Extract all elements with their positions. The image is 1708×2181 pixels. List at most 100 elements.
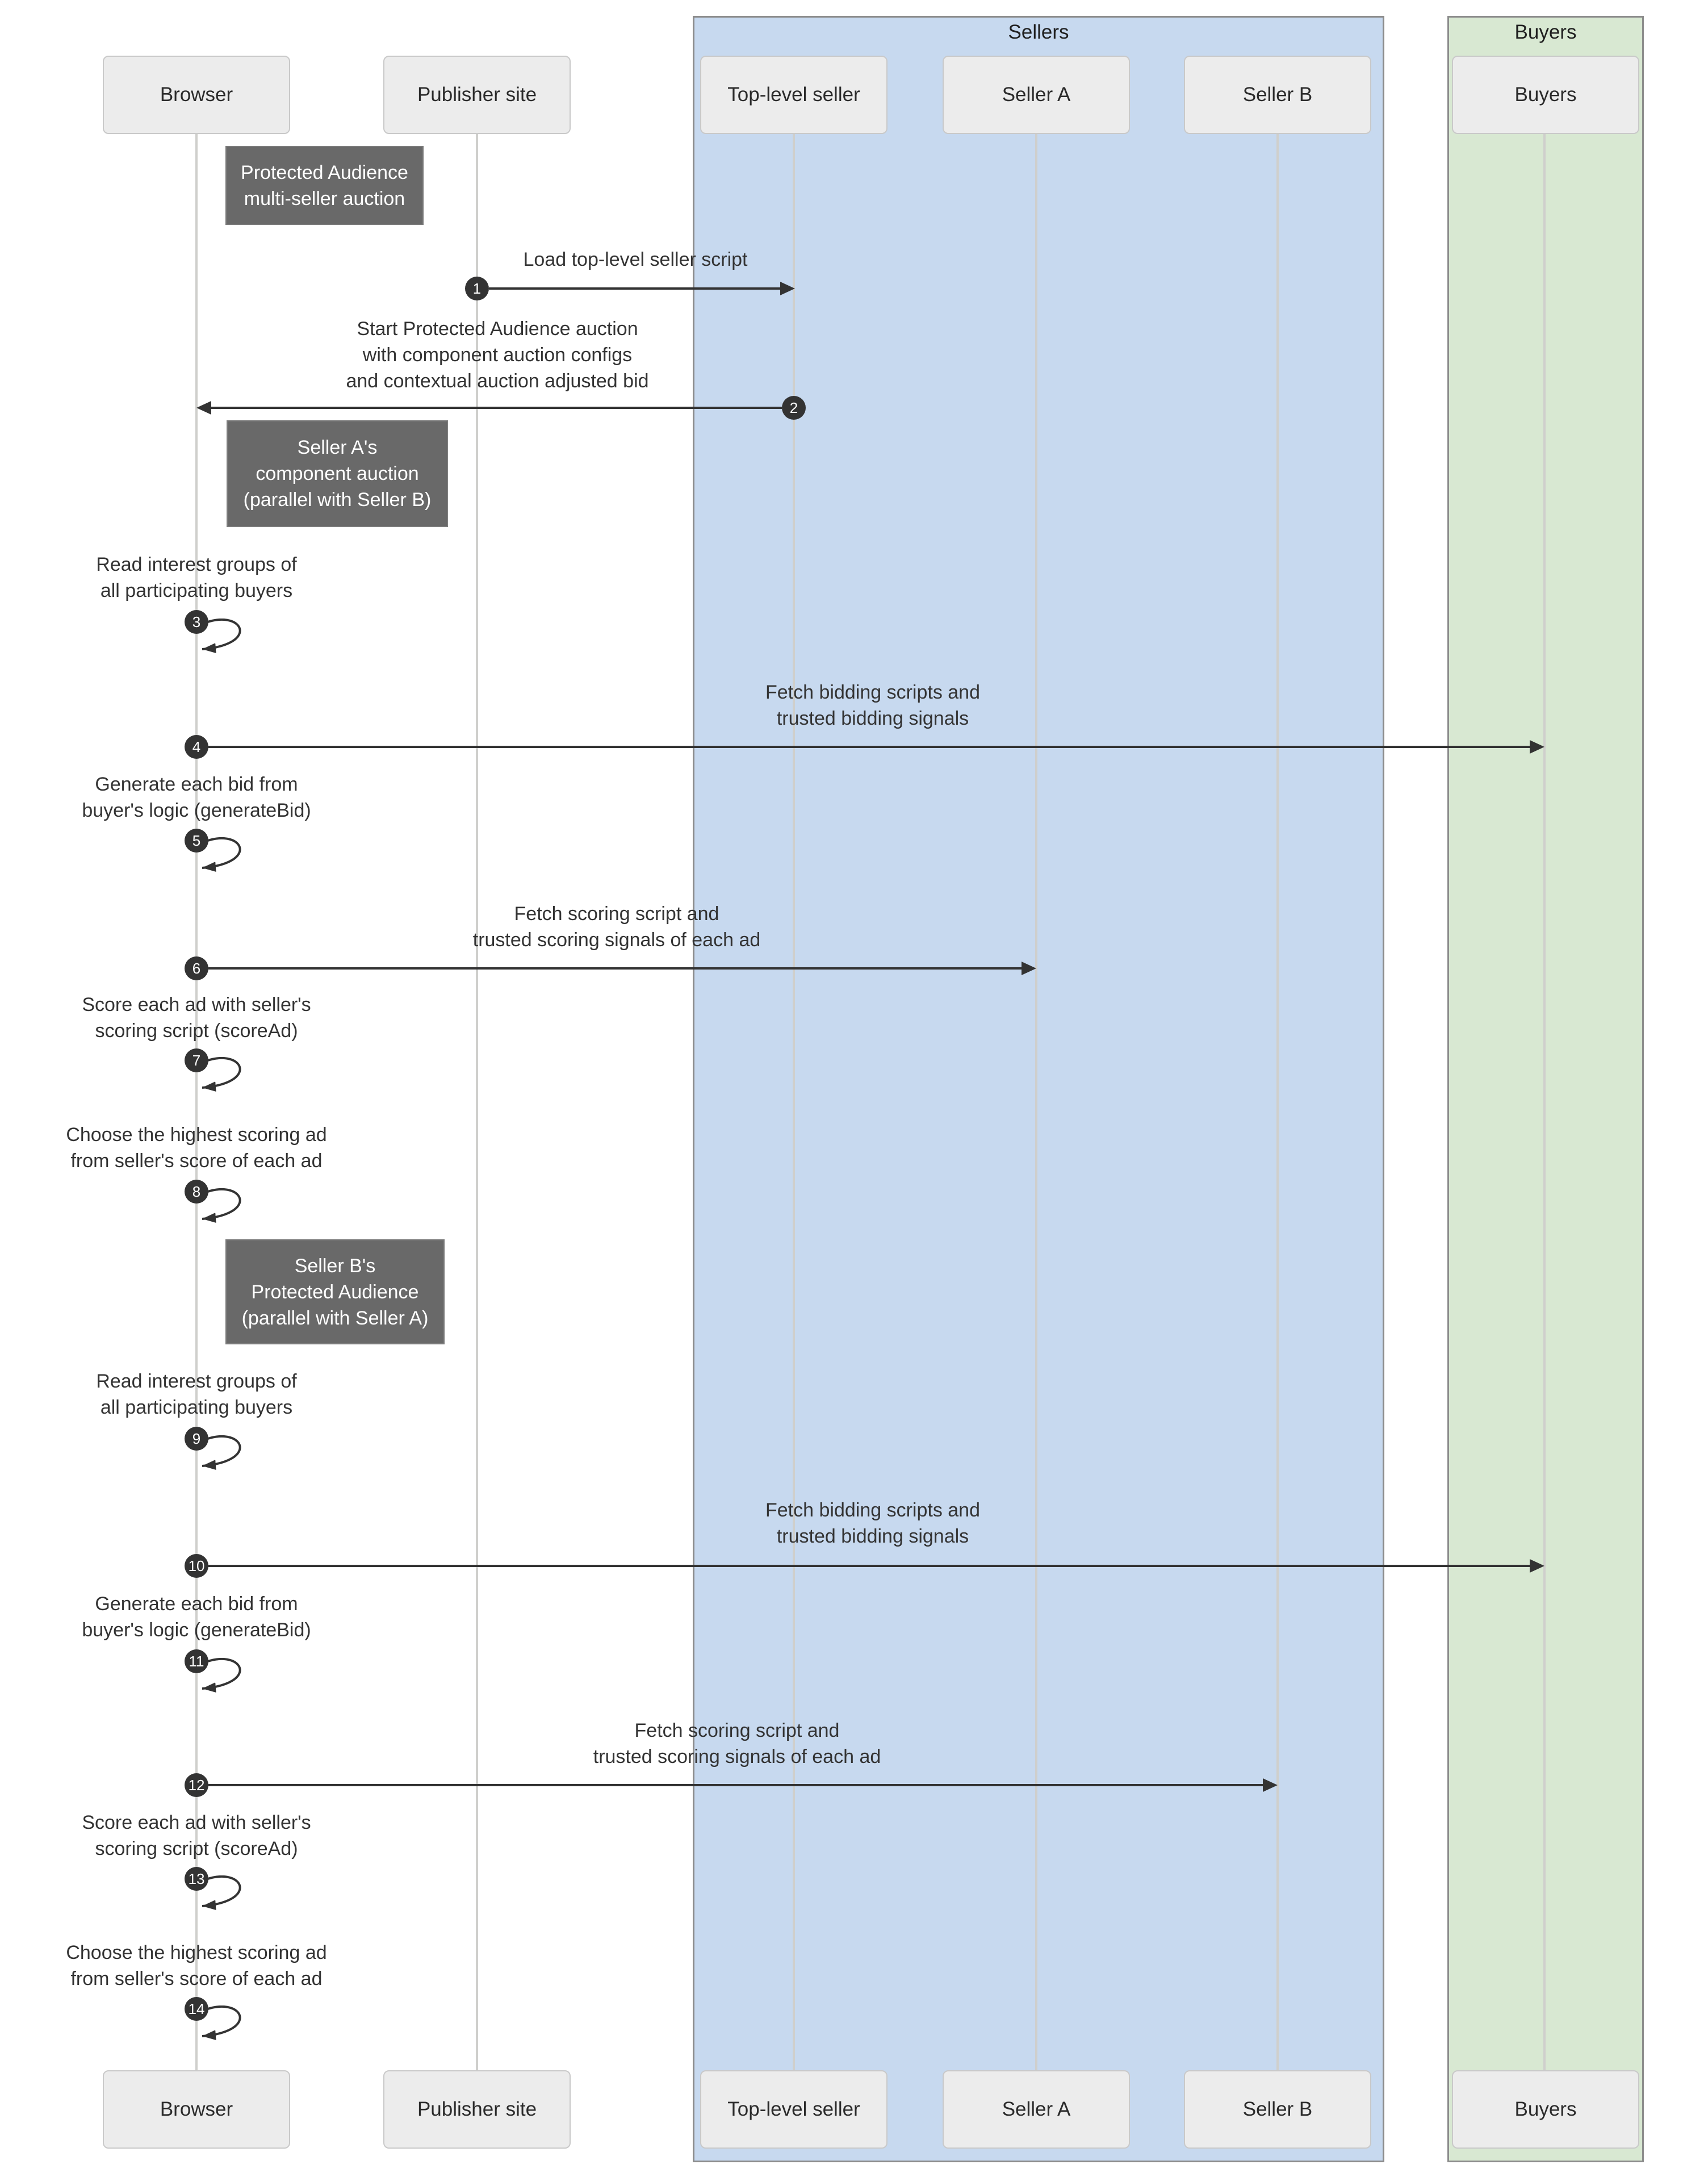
- message-11-label: Generate each bid from buyer's logic (ge…: [82, 1591, 311, 1643]
- message-9-self-loop: [202, 1435, 241, 1470]
- message-line: scoring script (scoreAd): [95, 1020, 298, 1042]
- participant-seller-b-top: Seller B: [1184, 56, 1371, 134]
- message-line: from seller's score of each ad: [70, 1150, 323, 1172]
- message-2-number: 2: [782, 396, 806, 420]
- message-line: Start Protected Audience auction: [357, 318, 638, 340]
- message-7-number: 7: [185, 1048, 208, 1072]
- message-1-line: [489, 287, 780, 290]
- message-7-label: Score each ad with seller's scoring scri…: [82, 992, 311, 1044]
- message-6-arrowhead-icon: [1022, 962, 1036, 975]
- message-12-line: [208, 1784, 1263, 1786]
- message-line: scoring script (scoreAd): [95, 1838, 298, 1860]
- message-line: Generate each bid from: [95, 1593, 298, 1615]
- message-line: Fetch scoring script and: [514, 903, 719, 925]
- participant-publisher-site-bottom: Publisher site: [383, 2070, 571, 2149]
- sellers-group-rect: [693, 16, 1384, 2162]
- message-2-arrowhead-icon: [196, 401, 211, 415]
- message-line: Fetch bidding scripts and: [765, 682, 980, 703]
- participant-buyers-bottom: Buyers: [1452, 2070, 1639, 2149]
- message-line: Score each ad with seller's: [82, 1812, 311, 1833]
- lifeline-seller-a: [1035, 134, 1037, 2070]
- sellers-group-label: Sellers: [1008, 21, 1069, 43]
- message-1-number: 1: [465, 277, 489, 300]
- message-10-line: [208, 1565, 1530, 1567]
- lifeline-publisher-site: [476, 134, 478, 2070]
- participant-buyers-top: Buyers: [1452, 56, 1639, 134]
- note-line: component auction: [256, 463, 419, 484]
- message-5-number: 5: [185, 829, 208, 853]
- participant-seller-a-top: Seller A: [943, 56, 1130, 134]
- lifeline-browser: [195, 134, 198, 2070]
- message-13-label: Score each ad with seller's scoring scri…: [82, 1810, 311, 1862]
- buyers-group-label: Buyers: [1514, 21, 1577, 43]
- note-line: (parallel with Seller B): [243, 489, 432, 511]
- note-seller-a-component-auction: Seller A's component auction (parallel w…: [227, 420, 448, 527]
- message-6-label: Fetch scoring script and trusted scoring…: [473, 901, 761, 953]
- message-5-label: Generate each bid from buyer's logic (ge…: [82, 771, 311, 824]
- message-line: buyer's logic (generateBid): [82, 1619, 311, 1641]
- note-line: multi-seller auction: [244, 187, 405, 210]
- message-line: buyer's logic (generateBid): [82, 800, 311, 821]
- message-line: trusted bidding signals: [776, 1526, 969, 1547]
- message-line: Read interest groups of: [96, 1371, 297, 1392]
- participant-top-level-seller-top: Top-level seller: [700, 56, 888, 134]
- note-line: (parallel with Seller A): [241, 1307, 429, 1329]
- message-line: Fetch bidding scripts and: [765, 1499, 980, 1521]
- lifeline-top-level-seller: [793, 134, 795, 2070]
- message-8-self-loop: [202, 1188, 241, 1223]
- message-13-self-loop: [202, 1875, 241, 1911]
- message-line: from seller's score of each ad: [70, 1968, 323, 1990]
- message-line: Score each ad with seller's: [82, 994, 311, 1016]
- message-line: Choose the highest scoring ad: [66, 1942, 327, 1963]
- message-13-number: 13: [185, 1867, 208, 1891]
- message-line: Read interest groups of: [96, 554, 297, 575]
- message-4-number: 4: [185, 735, 208, 759]
- message-line: all participating buyers: [100, 580, 293, 601]
- message-3-label: Read interest groups of all participatin…: [96, 551, 296, 604]
- note-line: Seller A's: [297, 437, 378, 458]
- message-10-label: Fetch bidding scripts and trusted biddin…: [765, 1497, 980, 1549]
- message-11-self-loop: [202, 1658, 241, 1693]
- participant-browser-bottom: Browser: [103, 2070, 290, 2149]
- message-8-label: Choose the highest scoring ad from selle…: [66, 1122, 326, 1174]
- message-line: Generate each bid from: [95, 774, 298, 795]
- note-multi-seller-auction: Protected Audience multi-seller auction: [225, 146, 424, 225]
- lifeline-seller-b: [1276, 134, 1279, 2070]
- lifeline-buyers: [1543, 134, 1546, 2070]
- message-1-arrowhead-icon: [780, 282, 795, 295]
- message-line: Fetch scoring script and: [634, 1720, 840, 1741]
- message-14-number: 14: [185, 1997, 208, 2021]
- message-7-self-loop: [202, 1057, 241, 1092]
- message-12-label: Fetch scoring script and trusted scoring…: [593, 1718, 881, 1770]
- message-1-label: Load top-level seller script: [524, 246, 748, 273]
- message-3-self-loop: [202, 619, 241, 654]
- participant-seller-a-bottom: Seller A: [943, 2070, 1130, 2149]
- message-line: trusted bidding signals: [776, 708, 969, 729]
- note-line: Seller B's: [294, 1255, 376, 1277]
- message-5-self-loop: [202, 837, 241, 872]
- message-10-number: 10: [185, 1554, 208, 1578]
- message-8-number: 8: [185, 1180, 208, 1204]
- message-12-number: 12: [185, 1773, 208, 1797]
- participant-top-level-seller-bottom: Top-level seller: [700, 2070, 888, 2149]
- note-line: Protected Audience: [241, 161, 408, 183]
- message-4-label: Fetch bidding scripts and trusted biddin…: [765, 679, 980, 732]
- message-14-label: Choose the highest scoring ad from selle…: [66, 1940, 326, 1992]
- message-4-line: [208, 746, 1530, 748]
- message-line: Load top-level seller script: [523, 249, 748, 270]
- message-line: all participating buyers: [100, 1397, 293, 1418]
- message-11-number: 11: [185, 1649, 208, 1673]
- message-line: and contextual auction adjusted bid: [346, 370, 649, 392]
- message-3-number: 3: [185, 610, 208, 634]
- participant-seller-b-bottom: Seller B: [1184, 2070, 1371, 2149]
- message-2-label: Start Protected Audience auction with co…: [346, 316, 648, 394]
- message-6-line: [208, 967, 1022, 970]
- message-9-label: Read interest groups of all participatin…: [96, 1368, 296, 1420]
- buyers-group-rect: [1447, 16, 1644, 2162]
- message-14-self-loop: [202, 2005, 241, 2041]
- participant-browser-top: Browser: [103, 56, 290, 134]
- note-line: Protected Audience: [251, 1281, 419, 1303]
- message-line: Choose the highest scoring ad: [66, 1124, 327, 1146]
- participant-publisher-site-top: Publisher site: [383, 56, 571, 134]
